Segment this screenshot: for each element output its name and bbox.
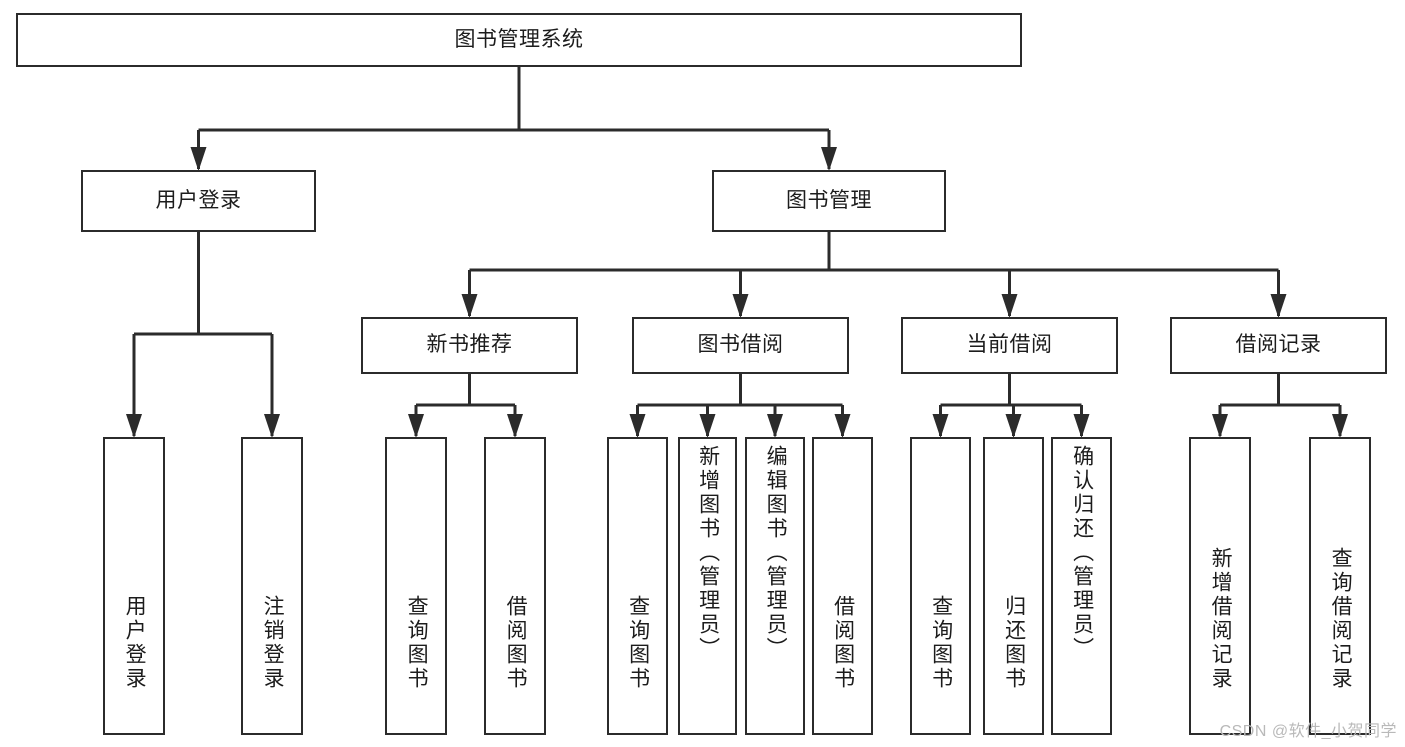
node-label: 借阅图书 [504,595,528,691]
node-label: 注销登录 [261,595,285,691]
node-book-manage[interactable]: 图书管理 [712,170,946,232]
node-leaf-add-book[interactable]: 新增图书（管理员） [678,437,737,735]
node-leaf-logout[interactable]: 注销登录 [241,437,303,735]
node-leaf-query-book-3[interactable]: 查询图书 [910,437,971,735]
node-leaf-query-record[interactable]: 查询借阅记录 [1309,437,1371,735]
node-leaf-add-record[interactable]: 新增借阅记录 [1189,437,1251,735]
node-leaf-query-book-2[interactable]: 查询图书 [607,437,668,735]
node-new-book-rec[interactable]: 新书推荐 [361,317,578,374]
node-label: 查询图书 [929,595,953,691]
node-label: 当前借阅 [966,333,1053,357]
node-label: 图书管理系统 [454,27,584,51]
node-book-borrow[interactable]: 图书借阅 [632,317,849,374]
node-label: 借阅图书 [831,595,855,691]
node-user-login[interactable]: 用户登录 [81,170,316,232]
node-label: 新增借阅记录 [1209,547,1233,691]
node-leaf-borrow-book-2[interactable]: 借阅图书 [812,437,873,735]
node-label: 新增图书（管理员） [696,445,720,661]
node-leaf-user-login[interactable]: 用户登录 [103,437,165,735]
watermark-label: CSDN @软件_小贺同学 [1219,723,1397,740]
node-leaf-borrow-book-1[interactable]: 借阅图书 [484,437,546,735]
node-leaf-confirm-return[interactable]: 确认归还（管理员） [1051,437,1112,735]
node-label: 查询图书 [405,595,429,691]
node-label: 用户登录 [155,188,242,212]
node-label: 归还图书 [1002,595,1026,691]
node-label: 新书推荐 [426,333,513,357]
node-current-borrow[interactable]: 当前借阅 [901,317,1118,374]
node-leaf-return-book[interactable]: 归还图书 [983,437,1044,735]
node-leaf-edit-book[interactable]: 编辑图书（管理员） [745,437,805,735]
node-label: 用户登录 [123,595,147,691]
node-label: 查询借阅记录 [1329,547,1353,691]
node-label: 图书借阅 [697,333,784,357]
node-label: 查询图书 [626,595,650,691]
node-label: 编辑图书（管理员） [764,445,788,661]
node-borrow-record[interactable]: 借阅记录 [1170,317,1387,374]
node-label: 确认归还（管理员） [1070,445,1094,661]
node-label: 图书管理 [786,188,872,212]
node-label: 借阅记录 [1235,333,1322,357]
node-leaf-query-book-1[interactable]: 查询图书 [385,437,447,735]
node-root[interactable]: 图书管理系统 [16,13,1022,67]
